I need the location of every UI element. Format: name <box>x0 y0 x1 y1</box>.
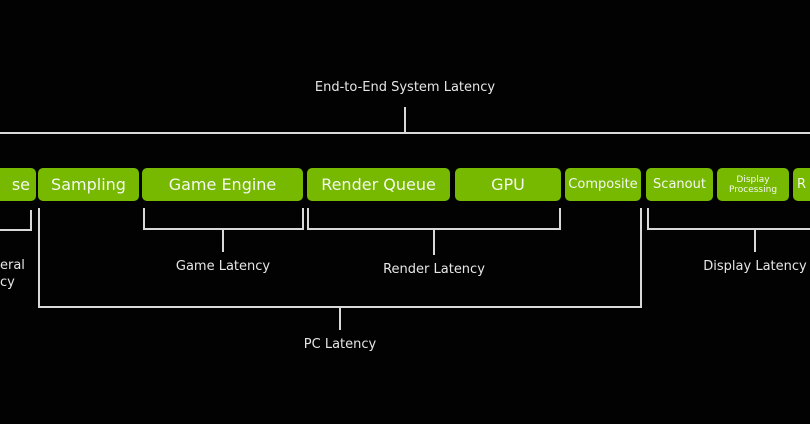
peripheral-bracket-right <box>30 210 32 230</box>
pc-latency-label: PC Latency <box>303 337 377 352</box>
game-engine-block: Game Engine <box>142 168 303 201</box>
end-to-end-latency-label: End-to-End System Latency <box>314 80 496 95</box>
render-latency-label: Render Latency <box>383 262 485 277</box>
render-bracket-left <box>307 208 309 230</box>
peripheral-latency-label-2: cy <box>0 275 15 290</box>
sampling-block: Sampling <box>38 168 139 201</box>
composite-block: Composite <box>565 168 641 201</box>
pc-stem <box>339 308 341 330</box>
render-stem <box>433 230 435 255</box>
display-processing-block: Display Processing <box>717 168 789 201</box>
peripheral-latency-label-1: eral <box>0 258 25 273</box>
display-bracket <box>647 228 810 230</box>
pc-bracket-right <box>640 208 642 308</box>
game-bracket <box>143 228 304 230</box>
mouse-block: se <box>0 168 36 201</box>
render-queue-label: Render Queue <box>321 175 436 194</box>
sampling-label: Sampling <box>51 175 126 194</box>
display-stem <box>754 230 756 252</box>
display-bracket-left <box>647 208 649 230</box>
pc-bracket-left <box>38 208 40 308</box>
display-processing-label: Display Processing <box>728 174 778 195</box>
render-bracket <box>307 228 561 230</box>
scanout-label: Scanout <box>653 177 706 192</box>
mouse-block-label: se <box>11 175 30 194</box>
right-partial-label: R <box>797 177 807 192</box>
game-latency-label: Game Latency <box>175 259 271 274</box>
game-stem <box>222 230 224 252</box>
render-bracket-right <box>559 208 561 230</box>
pc-bracket <box>38 306 642 308</box>
gpu-label: GPU <box>491 175 525 194</box>
right-partial-block: R <box>793 168 810 201</box>
game-engine-label: Game Engine <box>168 175 277 194</box>
scanout-block: Scanout <box>646 168 713 201</box>
render-queue-block: Render Queue <box>307 168 450 201</box>
game-bracket-left <box>143 208 145 230</box>
game-bracket-right <box>302 208 304 230</box>
display-latency-label: Display Latency <box>703 259 807 274</box>
gpu-block: GPU <box>455 168 561 201</box>
end-to-end-bracket <box>0 132 810 134</box>
peripheral-bracket <box>0 229 32 231</box>
end-to-end-stem <box>404 107 406 134</box>
composite-label: Composite <box>568 177 638 192</box>
